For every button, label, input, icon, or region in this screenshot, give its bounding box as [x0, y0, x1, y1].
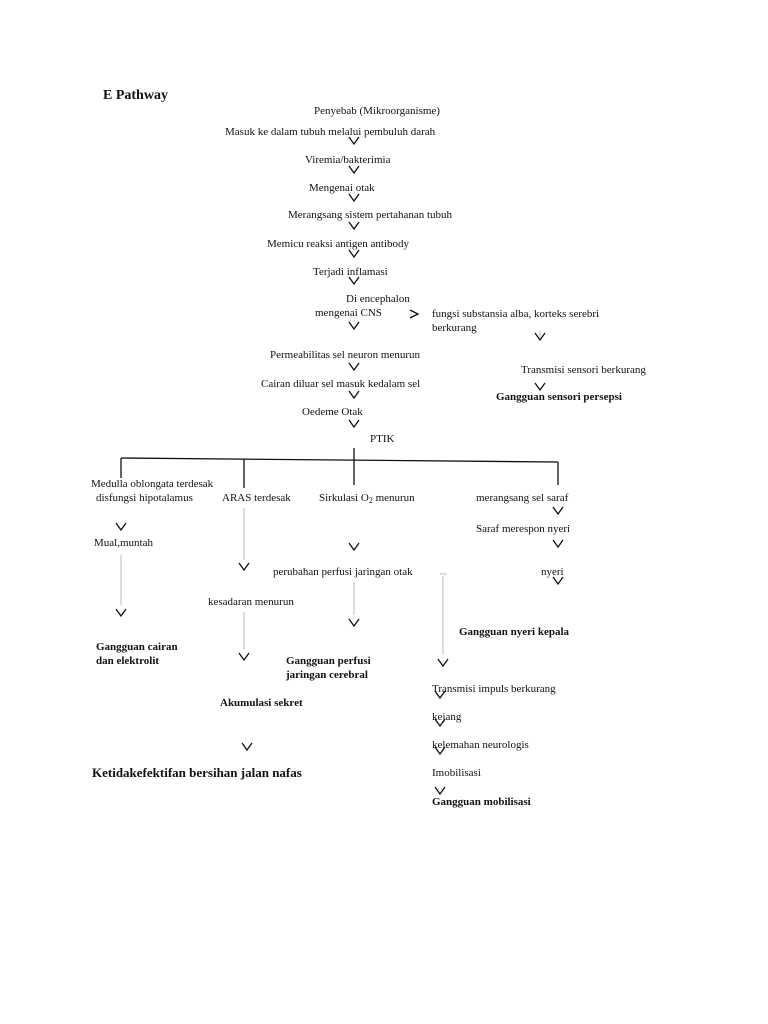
- node-perubahan-perfusi: perubahan perfusi jaringan otak: [273, 566, 413, 578]
- arrow-head-icon: [437, 658, 449, 668]
- arrow-head-icon: [348, 193, 360, 203]
- node-aras-terdesak: ARAS terdesak: [222, 492, 291, 504]
- arrow-head-icon: [348, 249, 360, 259]
- node-ptik: PTIK: [370, 433, 395, 445]
- node-nyeri: nyeri: [541, 566, 564, 578]
- outcome-gangguan-nyeri: Gangguan nyeri kepala: [459, 626, 570, 638]
- node-permeabilitas: Permeabilitas sel neuron menurun: [270, 349, 420, 361]
- page-title: E Pathway: [103, 88, 168, 103]
- node-kelemahan-neurologis: kelemahan neurologis: [432, 739, 529, 751]
- outcome-elektrolit: dan elektrolit: [96, 655, 160, 667]
- node-viremia: Viremia/bakterimia: [305, 154, 391, 166]
- node-sirkulasi-o2: Sirkulasi O2 menurun: [319, 492, 415, 505]
- arrow-head-icon: [534, 332, 546, 342]
- arrow-head-icon: [552, 506, 564, 516]
- node-disfungsi-hipotalamus: disfungsi hipotalamus: [96, 492, 193, 504]
- node-mengenai-otak: Mengenai otak: [309, 182, 375, 194]
- arrow-head-icon: [434, 718, 446, 728]
- arrow-right-icon: [409, 309, 420, 319]
- node-reaksi-antigen: Memicu reaksi antigen antibody: [267, 238, 410, 250]
- outcome-gangguan-perfusi: Gangguan perfusi: [286, 655, 371, 667]
- arrow-head-icon: [348, 542, 360, 552]
- node-kesadaran-menurun: kesadaran menurun: [208, 596, 294, 608]
- arrow-head-icon: [434, 786, 446, 796]
- node-oedeme-otak: Oedeme Otak: [302, 406, 363, 418]
- arrow-head-icon: [348, 321, 360, 331]
- node-akumulasi-sekret: Akumulasi sekret: [220, 697, 303, 709]
- outcome-bersihan-jalan-nafas: Ketidakefektifan bersihan jalan nafas: [92, 765, 302, 780]
- arrow-head-icon: [348, 362, 360, 372]
- node-mual-muntah: Mual,muntah: [94, 537, 153, 549]
- node-merangsang-sel-saraf: merangsang sel saraf: [476, 492, 569, 504]
- node-imobilisasi: Imobilisasi: [432, 767, 481, 779]
- arrow-head-icon: [348, 618, 360, 628]
- node-transmisi-sensori: Transmisi sensori berkurang: [521, 364, 646, 376]
- node-medulla-oblongata: Medulla oblongata terdesak: [91, 478, 214, 490]
- arrow-head-icon: [348, 136, 360, 146]
- arrow-head-icon: [552, 539, 564, 549]
- node-kejang: kejang: [432, 711, 462, 723]
- arrow-head-icon: [348, 390, 360, 400]
- arrow-head-icon: [434, 746, 446, 756]
- arrow-head-icon: [348, 276, 360, 286]
- node-fungsi-berkurang: berkurang: [432, 322, 477, 334]
- arrow-head-icon: [115, 522, 127, 532]
- arrow-head-icon: [348, 221, 360, 231]
- node-cairan-diluar: Cairan diluar sel masuk kedalam sel: [261, 378, 421, 390]
- arrow-head-icon: [348, 165, 360, 175]
- outcome-gangguan-cairan: Gangguan cairan: [96, 641, 178, 653]
- arrow-head-icon: [115, 608, 127, 618]
- arrow-head-icon: [552, 576, 564, 586]
- node-sistem-pertahanan: Merangsang sistem pertahanan tubuh: [288, 209, 453, 221]
- arrow-head-icon: [241, 742, 253, 752]
- arrow-head-icon: [348, 419, 360, 429]
- node-encephalon: Di encephalon: [346, 293, 410, 305]
- node-masuk-tubuh: Masuk ke dalam tubuh melalui pembuluh da…: [225, 126, 436, 138]
- node-fungsi-substansia: fungsi substansia alba, korteks serebri: [432, 308, 600, 320]
- outcome-gangguan-sensori: Gangguan sensori persepsi: [496, 391, 622, 403]
- node-saraf-merespon: Saraf merespon nyeri: [476, 523, 571, 535]
- node-inflamasi: Terjadi inflamasi: [313, 266, 388, 278]
- tree-horizontal: [120, 457, 559, 463]
- outcome-jaringan-cerebral: jaringan cerebral: [286, 669, 368, 681]
- node-penyebab: Penyebab (Mikroorganisme): [314, 105, 440, 117]
- node-mengenai-cns: mengenai CNS: [315, 307, 382, 319]
- arrow-head-icon: [238, 652, 250, 662]
- node-transmisi-impuls: Transmisi impuls berkurang: [432, 683, 556, 695]
- arrow-head-icon: [238, 562, 250, 572]
- outcome-gangguan-mobilisasi: Gangguan mobilisasi: [432, 796, 531, 808]
- arrow-head-icon: [534, 382, 546, 392]
- arrow-head-icon: [434, 690, 446, 700]
